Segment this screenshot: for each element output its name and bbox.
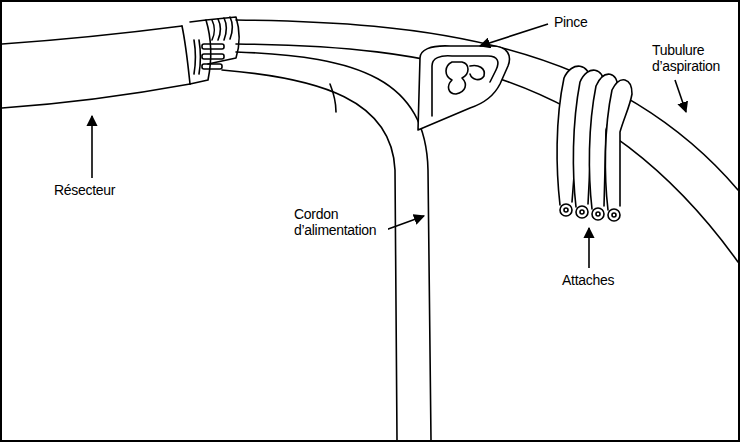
leader-arrow bbox=[588, 228, 590, 268]
leader-arrow bbox=[480, 24, 548, 46]
part-label: Tubulure d’aspiration bbox=[650, 42, 736, 74]
connector bbox=[190, 17, 239, 84]
resector-body bbox=[2, 26, 190, 108]
part-label: Attaches bbox=[560, 272, 616, 288]
power-cord bbox=[222, 52, 431, 440]
part-label: Pince bbox=[552, 14, 590, 30]
clip bbox=[418, 46, 509, 130]
leader-arrow bbox=[91, 116, 93, 178]
part-label: Cordon d’alimentation bbox=[292, 206, 388, 238]
leader-arrow bbox=[675, 80, 686, 112]
part-label: Résecteur bbox=[52, 182, 117, 198]
suction-tubing bbox=[236, 20, 738, 262]
ties bbox=[557, 66, 632, 221]
